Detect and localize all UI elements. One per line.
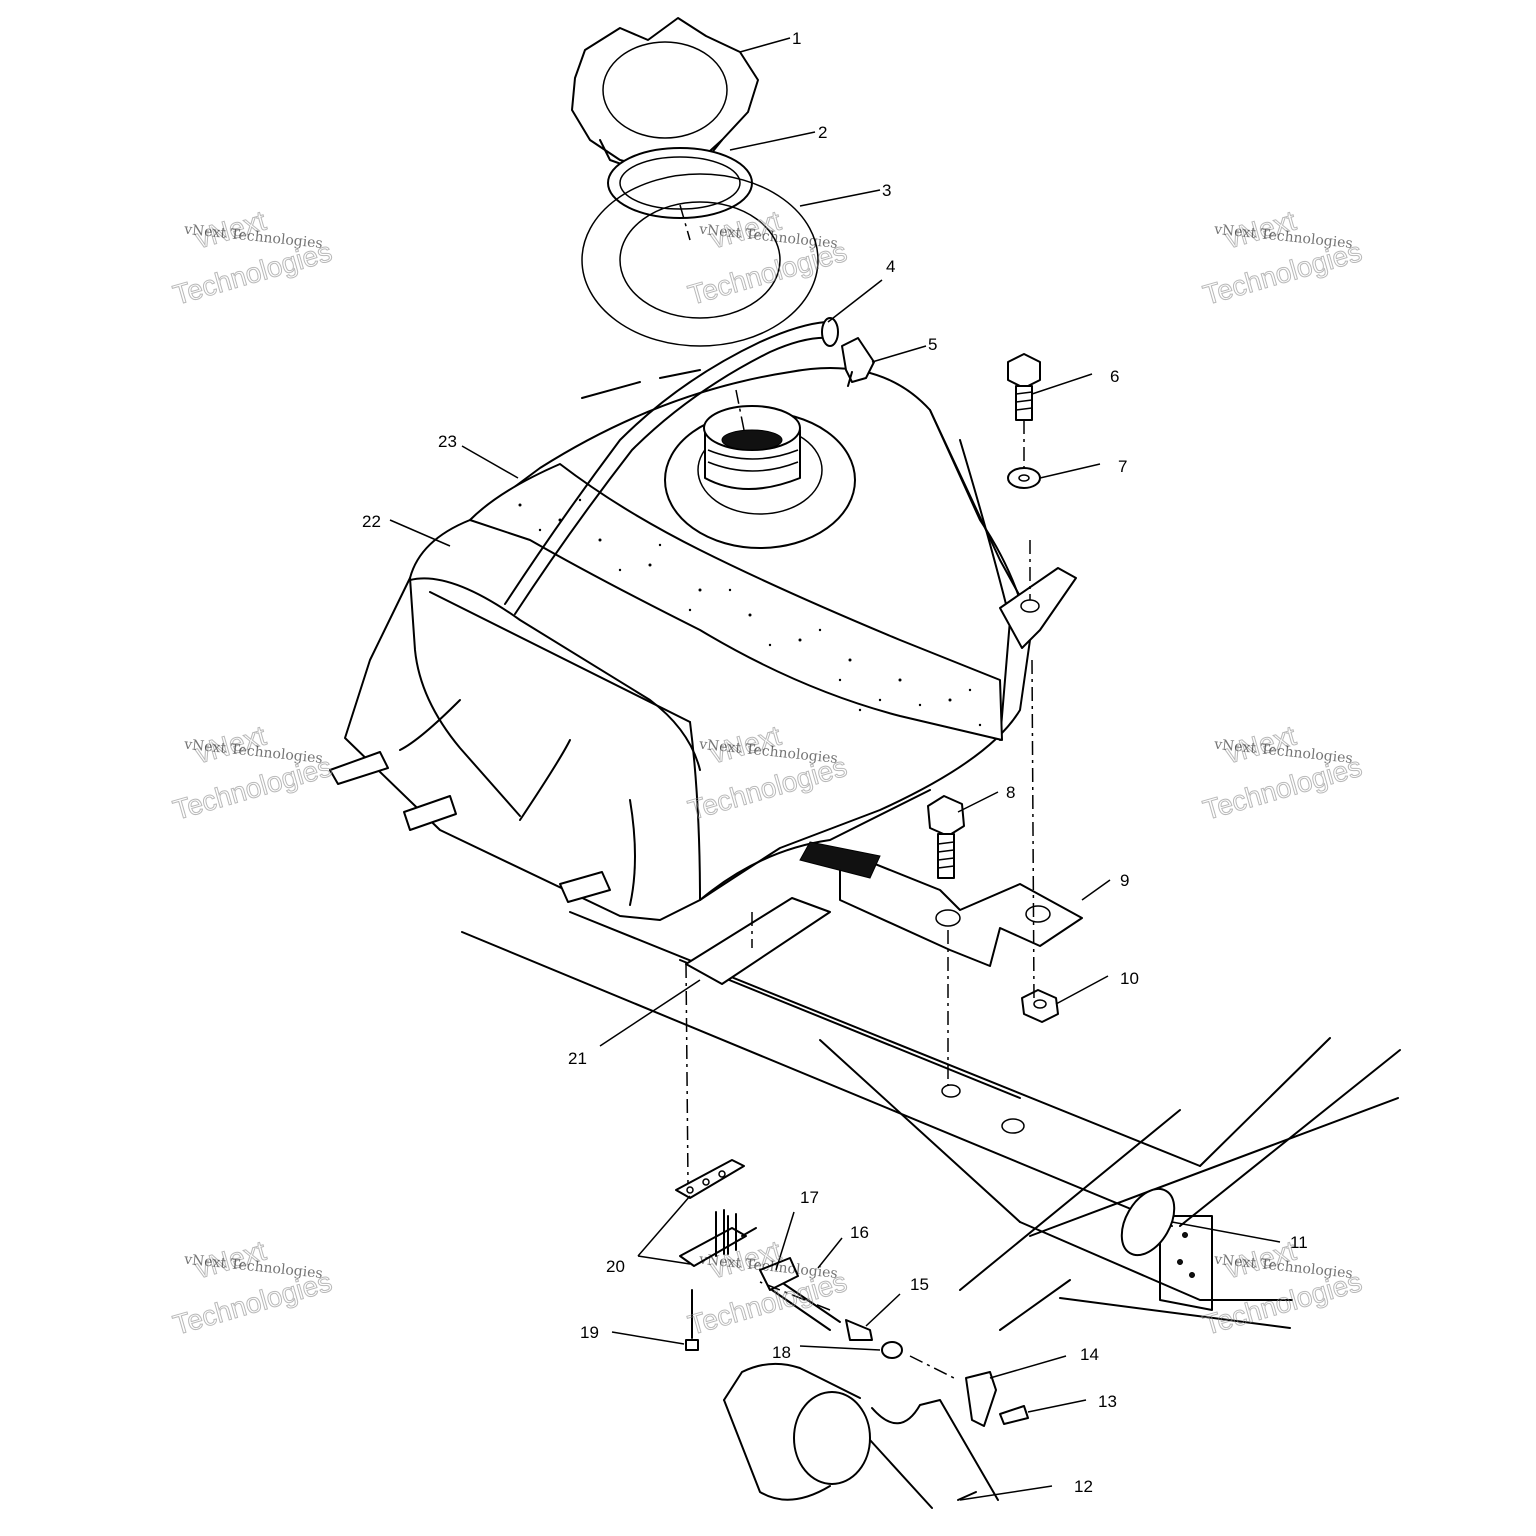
callout-1: 1 (792, 29, 801, 48)
watermark-1: vNext vNext Technologies Technologies (169, 204, 336, 311)
callout-14: 14 (1080, 1345, 1099, 1364)
callout-17: 17 (800, 1188, 819, 1207)
callout-16: 16 (850, 1223, 869, 1242)
screw-13 (999, 1405, 1029, 1425)
callout-9: 9 (1120, 871, 1129, 890)
callout-21: 21 (568, 1049, 587, 1068)
filler-seal (581, 173, 819, 399)
petcock-assembly (675, 1159, 757, 1267)
watermark-7-large2: Technologies (170, 1266, 336, 1341)
callout-20: 20 (606, 1257, 625, 1276)
callout-5: 5 (928, 335, 937, 354)
bolt-6 (1007, 353, 1041, 421)
watermark-3: vNext vNext Technologies Technologies (1199, 204, 1366, 311)
bolt-8 (927, 795, 965, 879)
callout-22: 22 (362, 512, 381, 531)
nut-10 (1021, 989, 1059, 1023)
callout-13: 13 (1098, 1392, 1117, 1411)
callout-19: 19 (580, 1323, 599, 1342)
foam-texture (518, 498, 982, 727)
callout-11: 11 (1290, 1233, 1308, 1252)
screw-19 (685, 1339, 699, 1351)
watermark-9-large2: Technologies (1200, 1266, 1366, 1341)
pad-21 (685, 897, 831, 985)
callout-6: 6 (1110, 367, 1119, 386)
o-ring-18 (881, 1341, 903, 1359)
watermark-2: vNext vNext Technologies Technologies (684, 204, 851, 311)
frame-rails (461, 911, 1401, 1331)
callout-12: 12 (1074, 1477, 1093, 1496)
leader-lines (389, 37, 1281, 1501)
watermark-9: vNext vNext Technologies Technologies (1199, 1234, 1366, 1341)
vent-hose (504, 317, 839, 615)
callout-4: 4 (886, 257, 895, 276)
callout-numbers: 1 2 3 4 5 6 7 8 9 10 11 12 13 14 15 16 1… (362, 29, 1308, 1496)
petcock-parts (685, 1257, 1029, 1427)
watermark-6: vNext vNext Technologies Technologies (1199, 719, 1366, 826)
assembly-lines (679, 204, 1035, 1381)
callout-15: 15 (910, 1275, 929, 1294)
callout-8: 8 (1006, 783, 1015, 802)
watermark-3-large2: Technologies (1200, 236, 1366, 311)
watermark-7: vNext vNext Technologies Technologies (169, 1234, 336, 1341)
watermark-4: vNext vNext Technologies Technologies (169, 719, 336, 826)
callout-2: 2 (818, 123, 827, 142)
watermark-4-large2: Technologies (170, 751, 336, 826)
callout-10: 10 (1120, 969, 1139, 988)
frame-tube-lower (723, 1362, 999, 1509)
vent-fitting (841, 337, 875, 387)
watermark-1-large2: Technologies (170, 236, 336, 311)
watermark-2-large2: Technologies (685, 236, 851, 311)
callout-7: 7 (1118, 457, 1127, 476)
tank-bracket (799, 841, 1083, 967)
callout-18: 18 (772, 1343, 791, 1362)
fuel-tank (329, 366, 1077, 921)
washer-7 (1007, 467, 1041, 489)
watermark-6-large2: Technologies (1200, 751, 1366, 826)
knob-14 (965, 1371, 997, 1427)
callout-23: 23 (438, 432, 457, 451)
callout-3: 3 (882, 181, 891, 200)
